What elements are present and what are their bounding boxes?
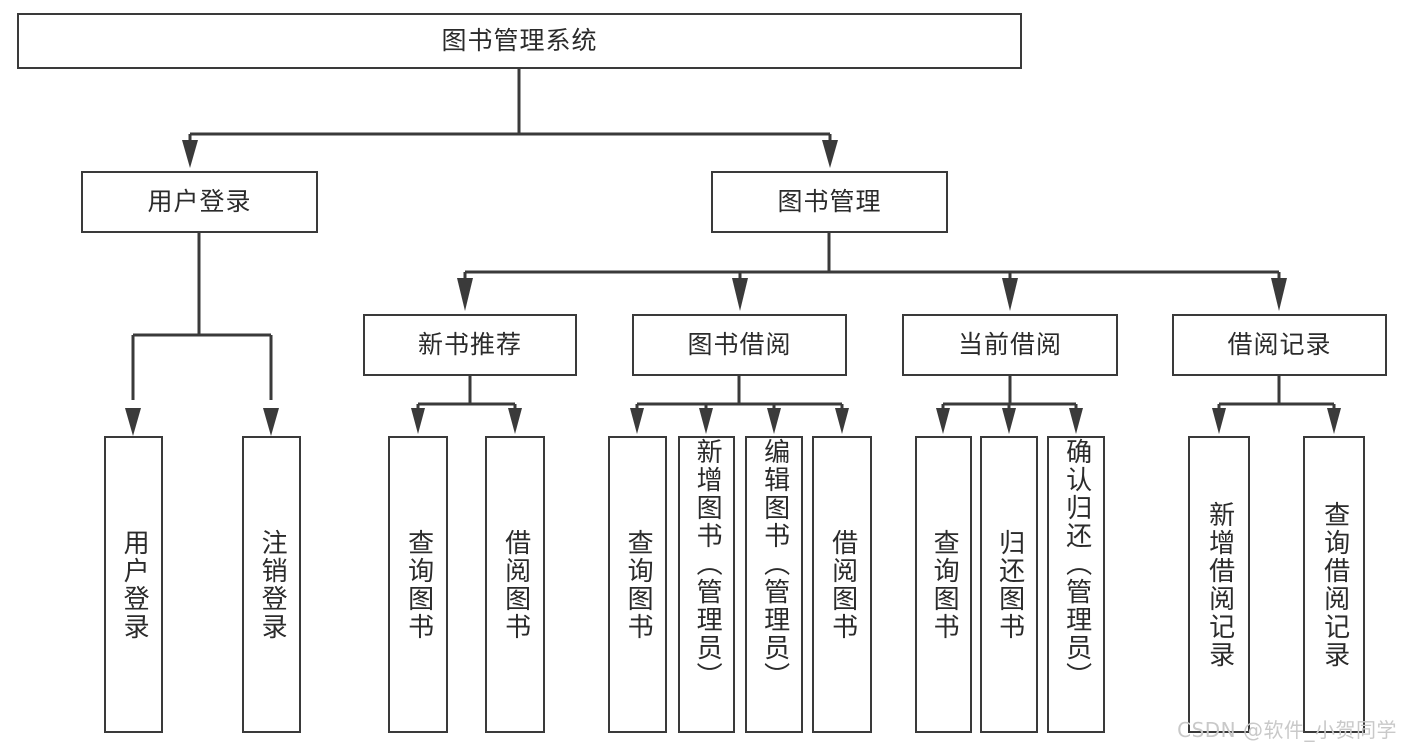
node-label: 当前借阅: [957, 330, 1062, 359]
leaf-new-book-borrow[interactable]: 借阅图书: [485, 436, 545, 733]
leaf-borrow-record-add[interactable]: 新增借阅记录: [1188, 436, 1250, 733]
node-label: 图书管理系统: [441, 26, 598, 55]
node-label: 新增借阅记录: [1204, 500, 1235, 669]
node-label: 查询图书: [623, 528, 654, 641]
node-label: 归还图书: [994, 528, 1025, 641]
node-label: 用户登录: [119, 528, 150, 641]
node-label: 查询图书: [929, 528, 960, 641]
leaf-book-borrow-lend[interactable]: 借阅图书: [812, 436, 872, 733]
node-label: 查询借阅记录: [1319, 500, 1350, 669]
leaf-book-borrow-edit[interactable]: 编辑图书（管理员）: [745, 436, 803, 733]
node-label: 新增图书（管理员）: [692, 438, 723, 690]
watermark: CSDN @软件_小贺同学: [1177, 718, 1397, 742]
leaf-book-borrow-add[interactable]: 新增图书（管理员）: [678, 436, 735, 733]
node-book-borrow[interactable]: 图书借阅: [632, 314, 847, 376]
node-label: 借阅记录: [1227, 330, 1332, 359]
node-root-system[interactable]: 图书管理系统: [17, 13, 1022, 69]
leaf-user-login-signin[interactable]: 用户登录: [104, 436, 163, 733]
node-book-management[interactable]: 图书管理: [711, 171, 948, 233]
leaf-user-login-signout[interactable]: 注销登录: [242, 436, 301, 733]
leaf-current-borrow-query[interactable]: 查询图书: [915, 436, 972, 733]
node-label: 查询图书: [403, 528, 434, 641]
node-new-book-recommend[interactable]: 新书推荐: [363, 314, 577, 376]
node-label: 图书管理: [777, 187, 882, 216]
leaf-borrow-record-query[interactable]: 查询借阅记录: [1303, 436, 1365, 733]
node-label: 借阅图书: [500, 528, 531, 641]
leaf-new-book-query[interactable]: 查询图书: [388, 436, 448, 733]
node-label: 借阅图书: [827, 528, 858, 641]
node-current-borrow[interactable]: 当前借阅: [902, 314, 1118, 376]
node-label: 确认归还（管理员）: [1061, 438, 1092, 690]
node-user-login[interactable]: 用户登录: [81, 171, 318, 233]
leaf-book-borrow-query[interactable]: 查询图书: [608, 436, 667, 733]
node-label: 注销登录: [257, 528, 288, 641]
leaf-current-borrow-return[interactable]: 归还图书: [980, 436, 1038, 733]
leaf-current-borrow-confirm-return[interactable]: 确认归还（管理员）: [1047, 436, 1105, 733]
node-label: 新书推荐: [417, 330, 522, 359]
node-label: 用户登录: [147, 187, 252, 216]
node-label: 编辑图书（管理员）: [759, 438, 790, 690]
node-label: 图书借阅: [687, 330, 792, 359]
node-borrow-record[interactable]: 借阅记录: [1172, 314, 1387, 376]
